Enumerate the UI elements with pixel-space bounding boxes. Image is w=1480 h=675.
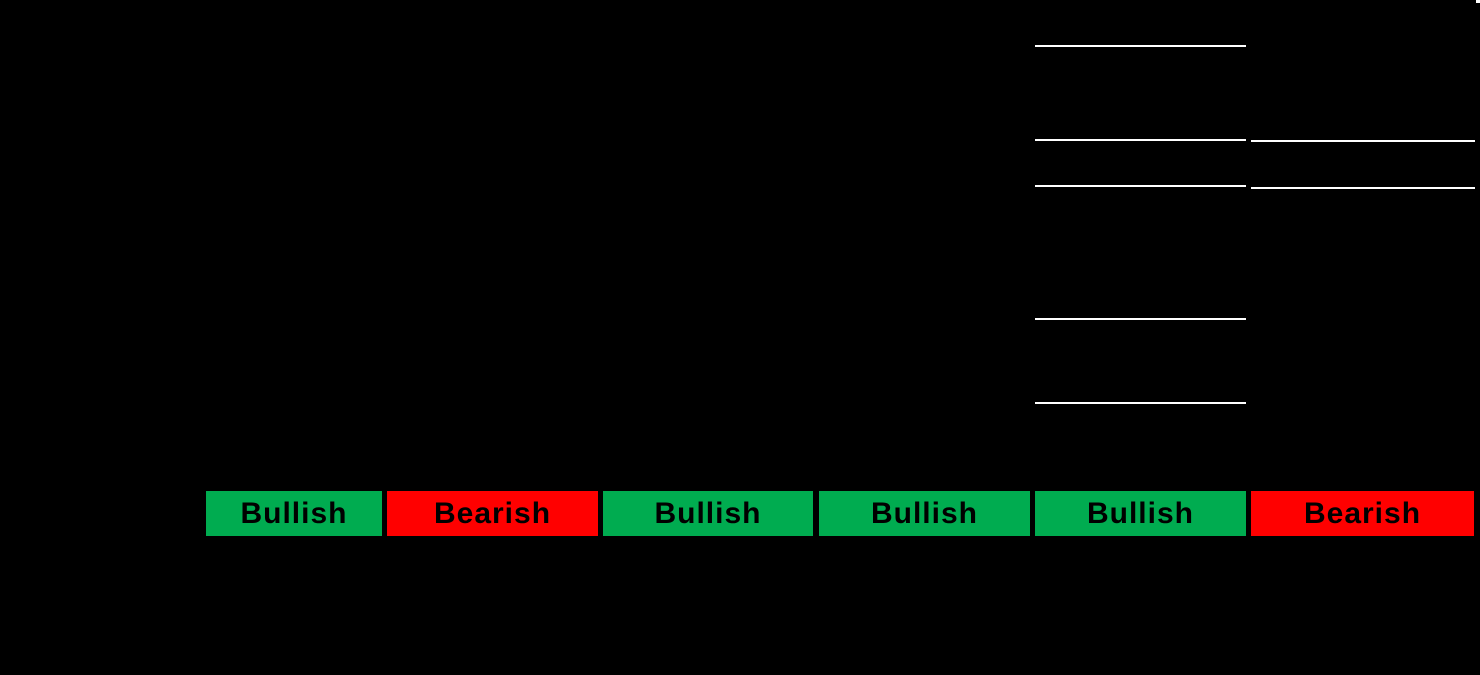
- cell-underline: [1035, 402, 1246, 404]
- cell-underline: [1035, 185, 1246, 187]
- sentiment-cell: Bullish: [603, 491, 813, 536]
- cell-underline: [1035, 139, 1246, 141]
- cell-underline: [1035, 45, 1246, 47]
- sentiment-label: Bullish: [240, 496, 348, 530]
- cell-underline: [1251, 140, 1475, 142]
- sentiment-label: Bullish: [870, 496, 978, 530]
- cell-underline: [1251, 187, 1475, 189]
- sentiment-label: Bearish: [1303, 496, 1422, 530]
- sentiment-label: Bearish: [433, 496, 552, 530]
- sentiment-label: Bullish: [1086, 496, 1194, 530]
- cell-underline: [1035, 318, 1246, 320]
- sentiment-label: Bullish: [654, 496, 762, 530]
- sentiment-cell: Bullish: [206, 491, 382, 536]
- sentiment-cell: Bearish: [1251, 491, 1474, 536]
- sentiment-cell: Bullish: [1035, 491, 1246, 536]
- sentiment-cell: Bullish: [819, 491, 1030, 536]
- sentiment-cell: Bearish: [387, 491, 598, 536]
- corner-mark: [1476, 0, 1480, 3]
